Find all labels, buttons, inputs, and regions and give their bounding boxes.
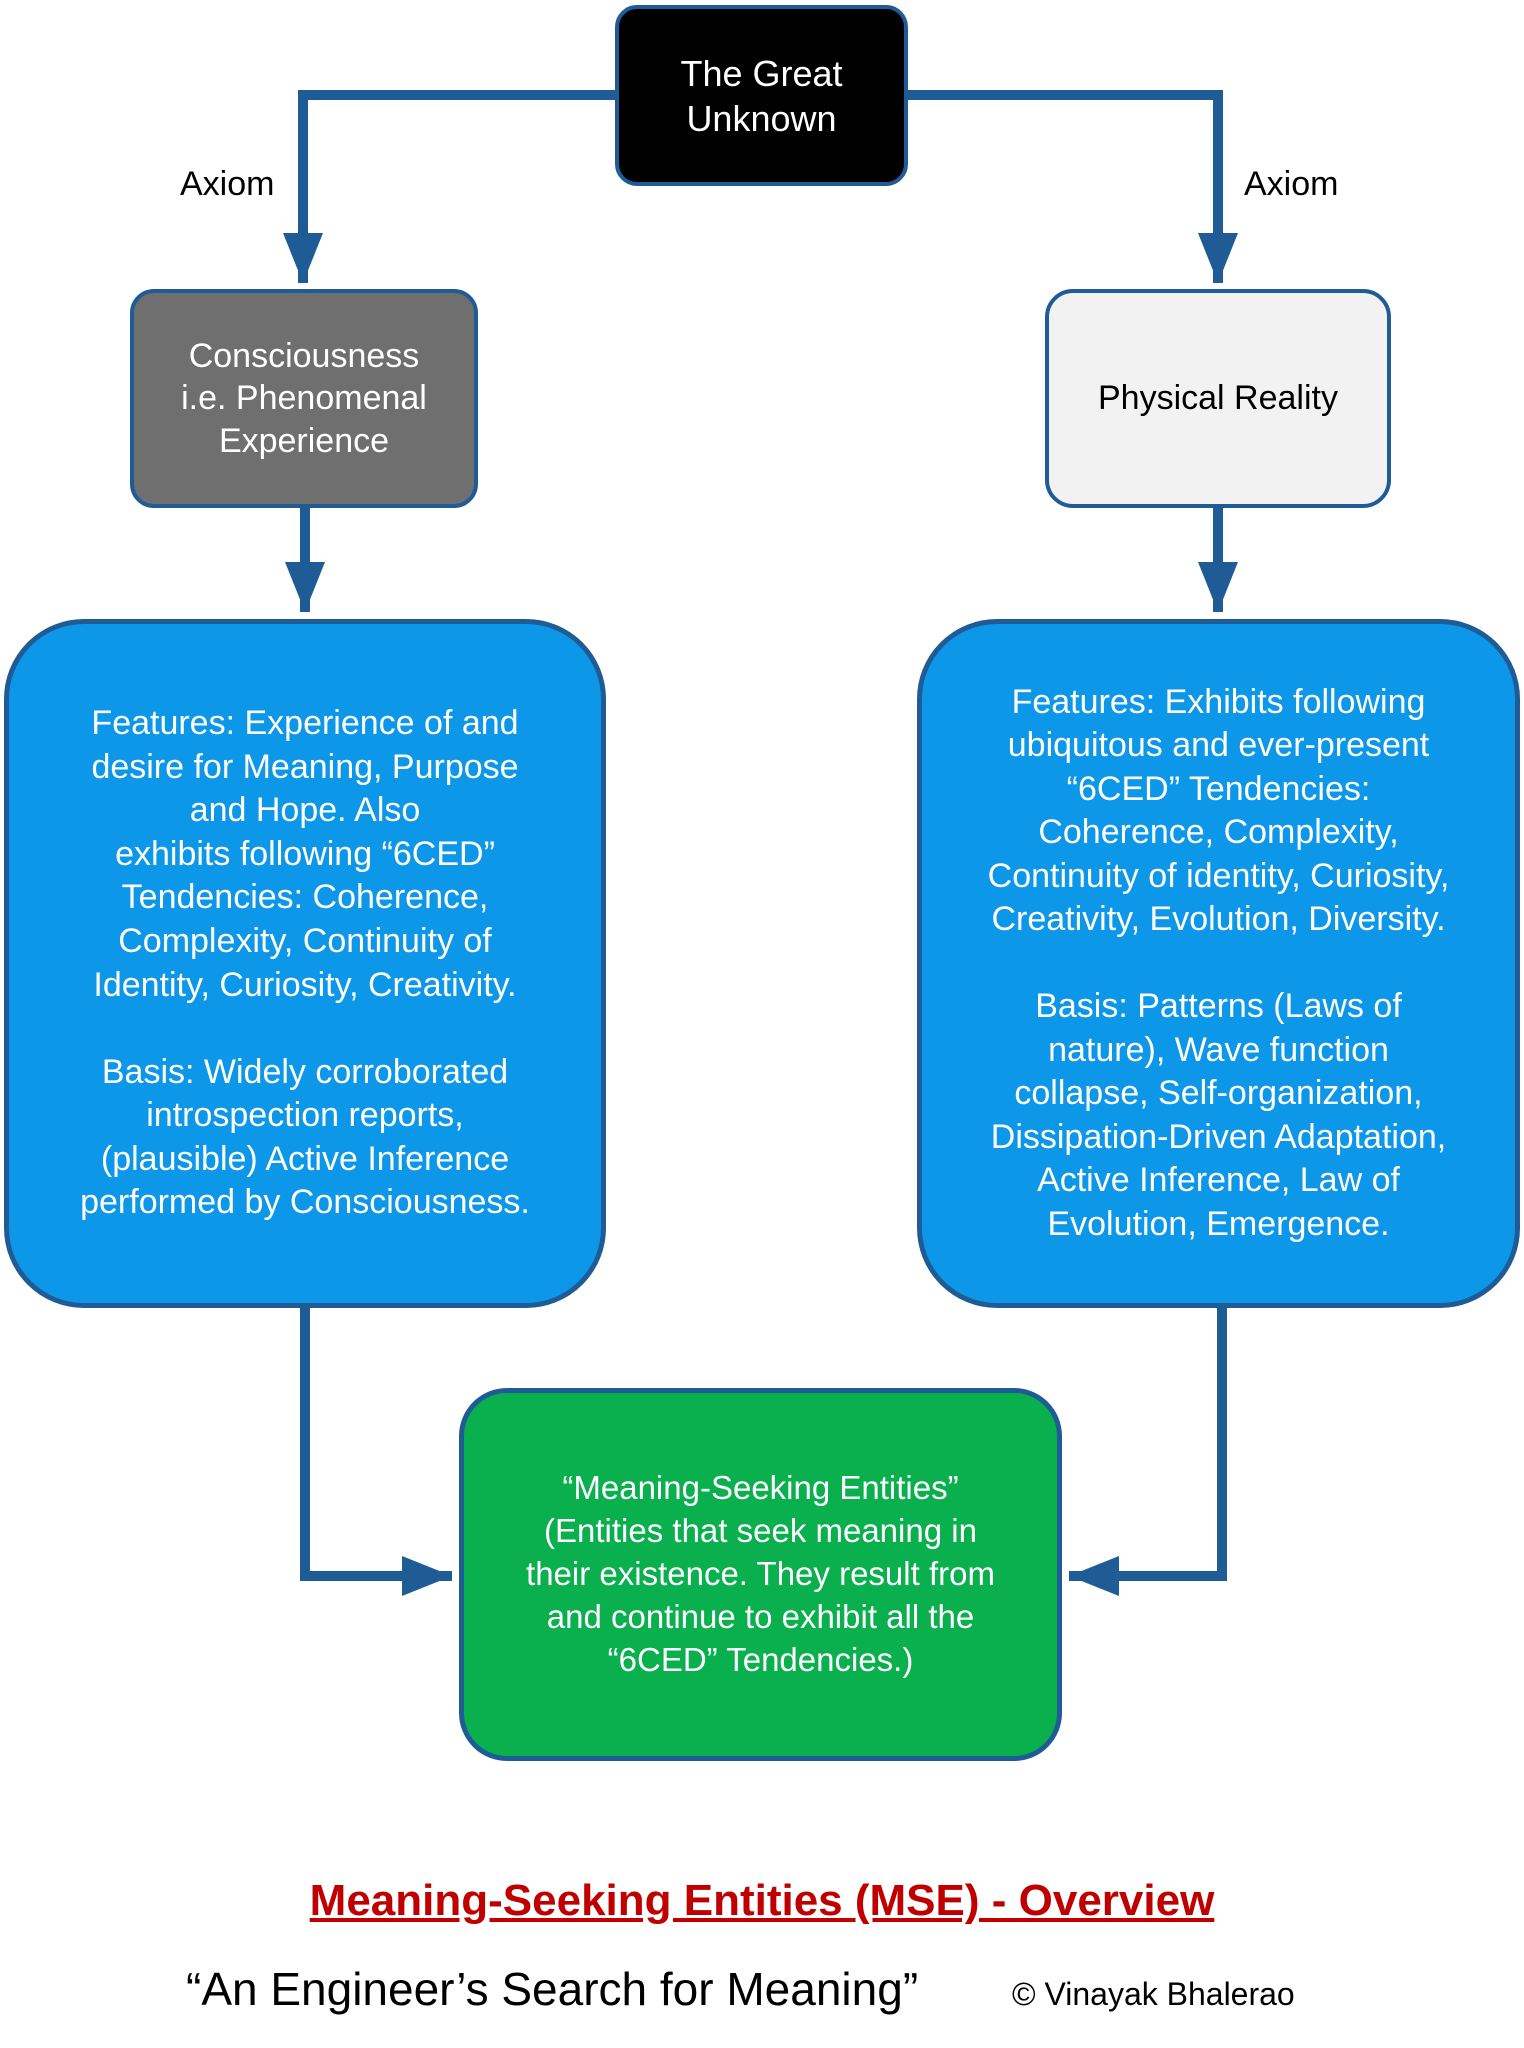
footer-subtitle: “An Engineer’s Search for Meaning” bbox=[186, 1963, 919, 2015]
node-meaning-seeking-entities: “Meaning-Seeking Entities” (Entities tha… bbox=[459, 1388, 1062, 1761]
node-consciousness-text: Consciousness i.e. Phenomenal Experience bbox=[181, 336, 427, 460]
node-great-unknown-text: The Great Unknown bbox=[680, 52, 843, 139]
node-consciousness-features-text: Features: Experience of and desire for M… bbox=[80, 704, 530, 1222]
node-meaning-seeking-entities-text: “Meaning-Seeking Entities” (Entities tha… bbox=[526, 1469, 995, 1678]
footer-copyright: © Vinayak Bhalerao bbox=[1012, 1976, 1295, 2012]
edge-unknown-to-physical bbox=[908, 90, 1238, 283]
footer-title: Meaning-Seeking Entities (MSE) - Overvie… bbox=[309, 1876, 1215, 1925]
edge-right-features-to-mse bbox=[1069, 1308, 1227, 1596]
edge-label-axiom-right: Axiom bbox=[1244, 165, 1339, 203]
node-consciousness: Consciousness i.e. Phenomenal Experience bbox=[130, 289, 478, 508]
node-physical-features-text: Features: Exhibits following ubiquitous … bbox=[987, 682, 1450, 1243]
node-physical-reality-text: Physical Reality bbox=[1098, 379, 1338, 418]
edge-left-features-to-mse bbox=[300, 1308, 452, 1596]
edge-unknown-to-consciousness bbox=[283, 90, 615, 283]
node-consciousness-features: Features: Experience of and desire for M… bbox=[4, 619, 606, 1308]
edge-label-axiom-left: Axiom bbox=[180, 165, 275, 203]
node-great-unknown: The Great Unknown bbox=[615, 5, 908, 186]
node-physical-features: Features: Exhibits following ubiquitous … bbox=[917, 619, 1520, 1308]
node-physical-reality: Physical Reality bbox=[1045, 289, 1391, 508]
